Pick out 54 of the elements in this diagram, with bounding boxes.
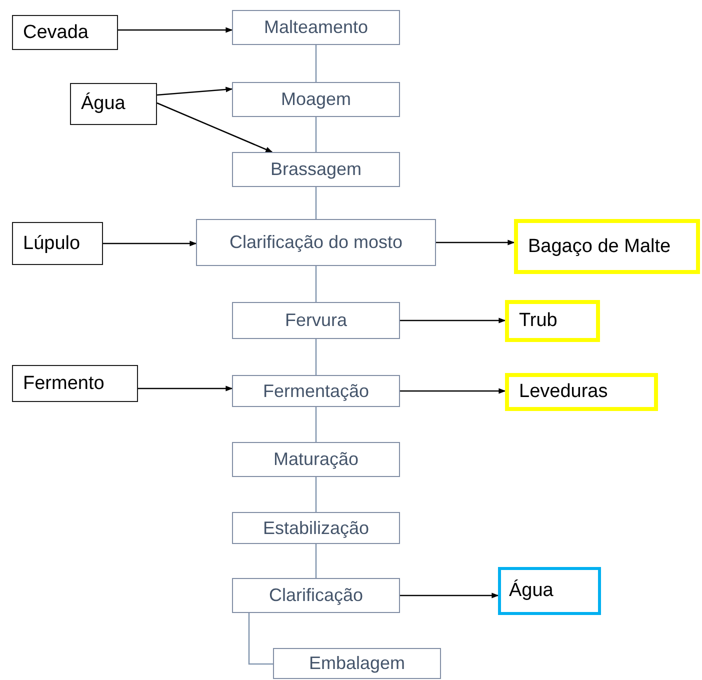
output-box	[514, 219, 700, 274]
node-label: Fermentação	[262, 380, 370, 402]
arrow	[400, 318, 506, 324]
process-box	[196, 219, 436, 266]
output-box	[505, 300, 600, 342]
connector-line	[315, 339, 317, 375]
node-label: Maturação	[273, 449, 359, 470]
connector-line	[315, 407, 317, 442]
arrow	[138, 386, 233, 392]
connector-line	[248, 613, 273, 665]
process-box	[232, 10, 400, 45]
process-box	[232, 152, 400, 187]
node-label: Fermento	[23, 372, 104, 394]
process-box	[232, 442, 400, 477]
arrow	[400, 388, 506, 394]
process-box	[232, 512, 400, 544]
node-label: Leveduras	[519, 381, 608, 403]
node-label: Cevada	[23, 22, 88, 44]
node-label: Moagem	[280, 89, 352, 110]
arrow	[156, 86, 233, 96]
arrow	[400, 592, 499, 598]
input-box	[12, 365, 138, 402]
arrow	[156, 102, 273, 153]
node-label: Água	[509, 580, 554, 602]
node-label: Lúpulo	[23, 232, 80, 254]
process-box	[232, 578, 400, 613]
node-label: Embalagem	[308, 653, 406, 674]
output-box	[498, 567, 601, 615]
node-label: Brassagem	[270, 159, 362, 180]
arrow	[118, 27, 233, 33]
node-label: Clarificação do mosto	[229, 232, 403, 253]
connector-line	[315, 45, 317, 82]
arrow	[436, 240, 515, 246]
connector-line	[315, 117, 317, 152]
output-box	[505, 373, 658, 411]
node-label: Fervura	[284, 310, 347, 331]
process-box	[232, 302, 400, 339]
node-label: Bagaço de Malte	[528, 236, 671, 258]
input-box	[12, 15, 118, 50]
node-label: Estabilização	[262, 518, 370, 538]
connector-line	[315, 187, 317, 219]
connector-line	[315, 544, 317, 578]
input-box	[12, 222, 103, 265]
node-label: Clarificação	[268, 585, 364, 606]
arrow	[103, 240, 197, 246]
node-label: Malteamento	[264, 17, 368, 38]
process-box	[273, 648, 441, 679]
connector-line	[315, 477, 317, 512]
node-label: Água	[81, 93, 126, 115]
connector-line	[315, 266, 317, 302]
process-box	[232, 82, 400, 117]
node-label: Trub	[519, 310, 558, 332]
input-box	[70, 83, 157, 125]
process-box	[232, 375, 400, 407]
